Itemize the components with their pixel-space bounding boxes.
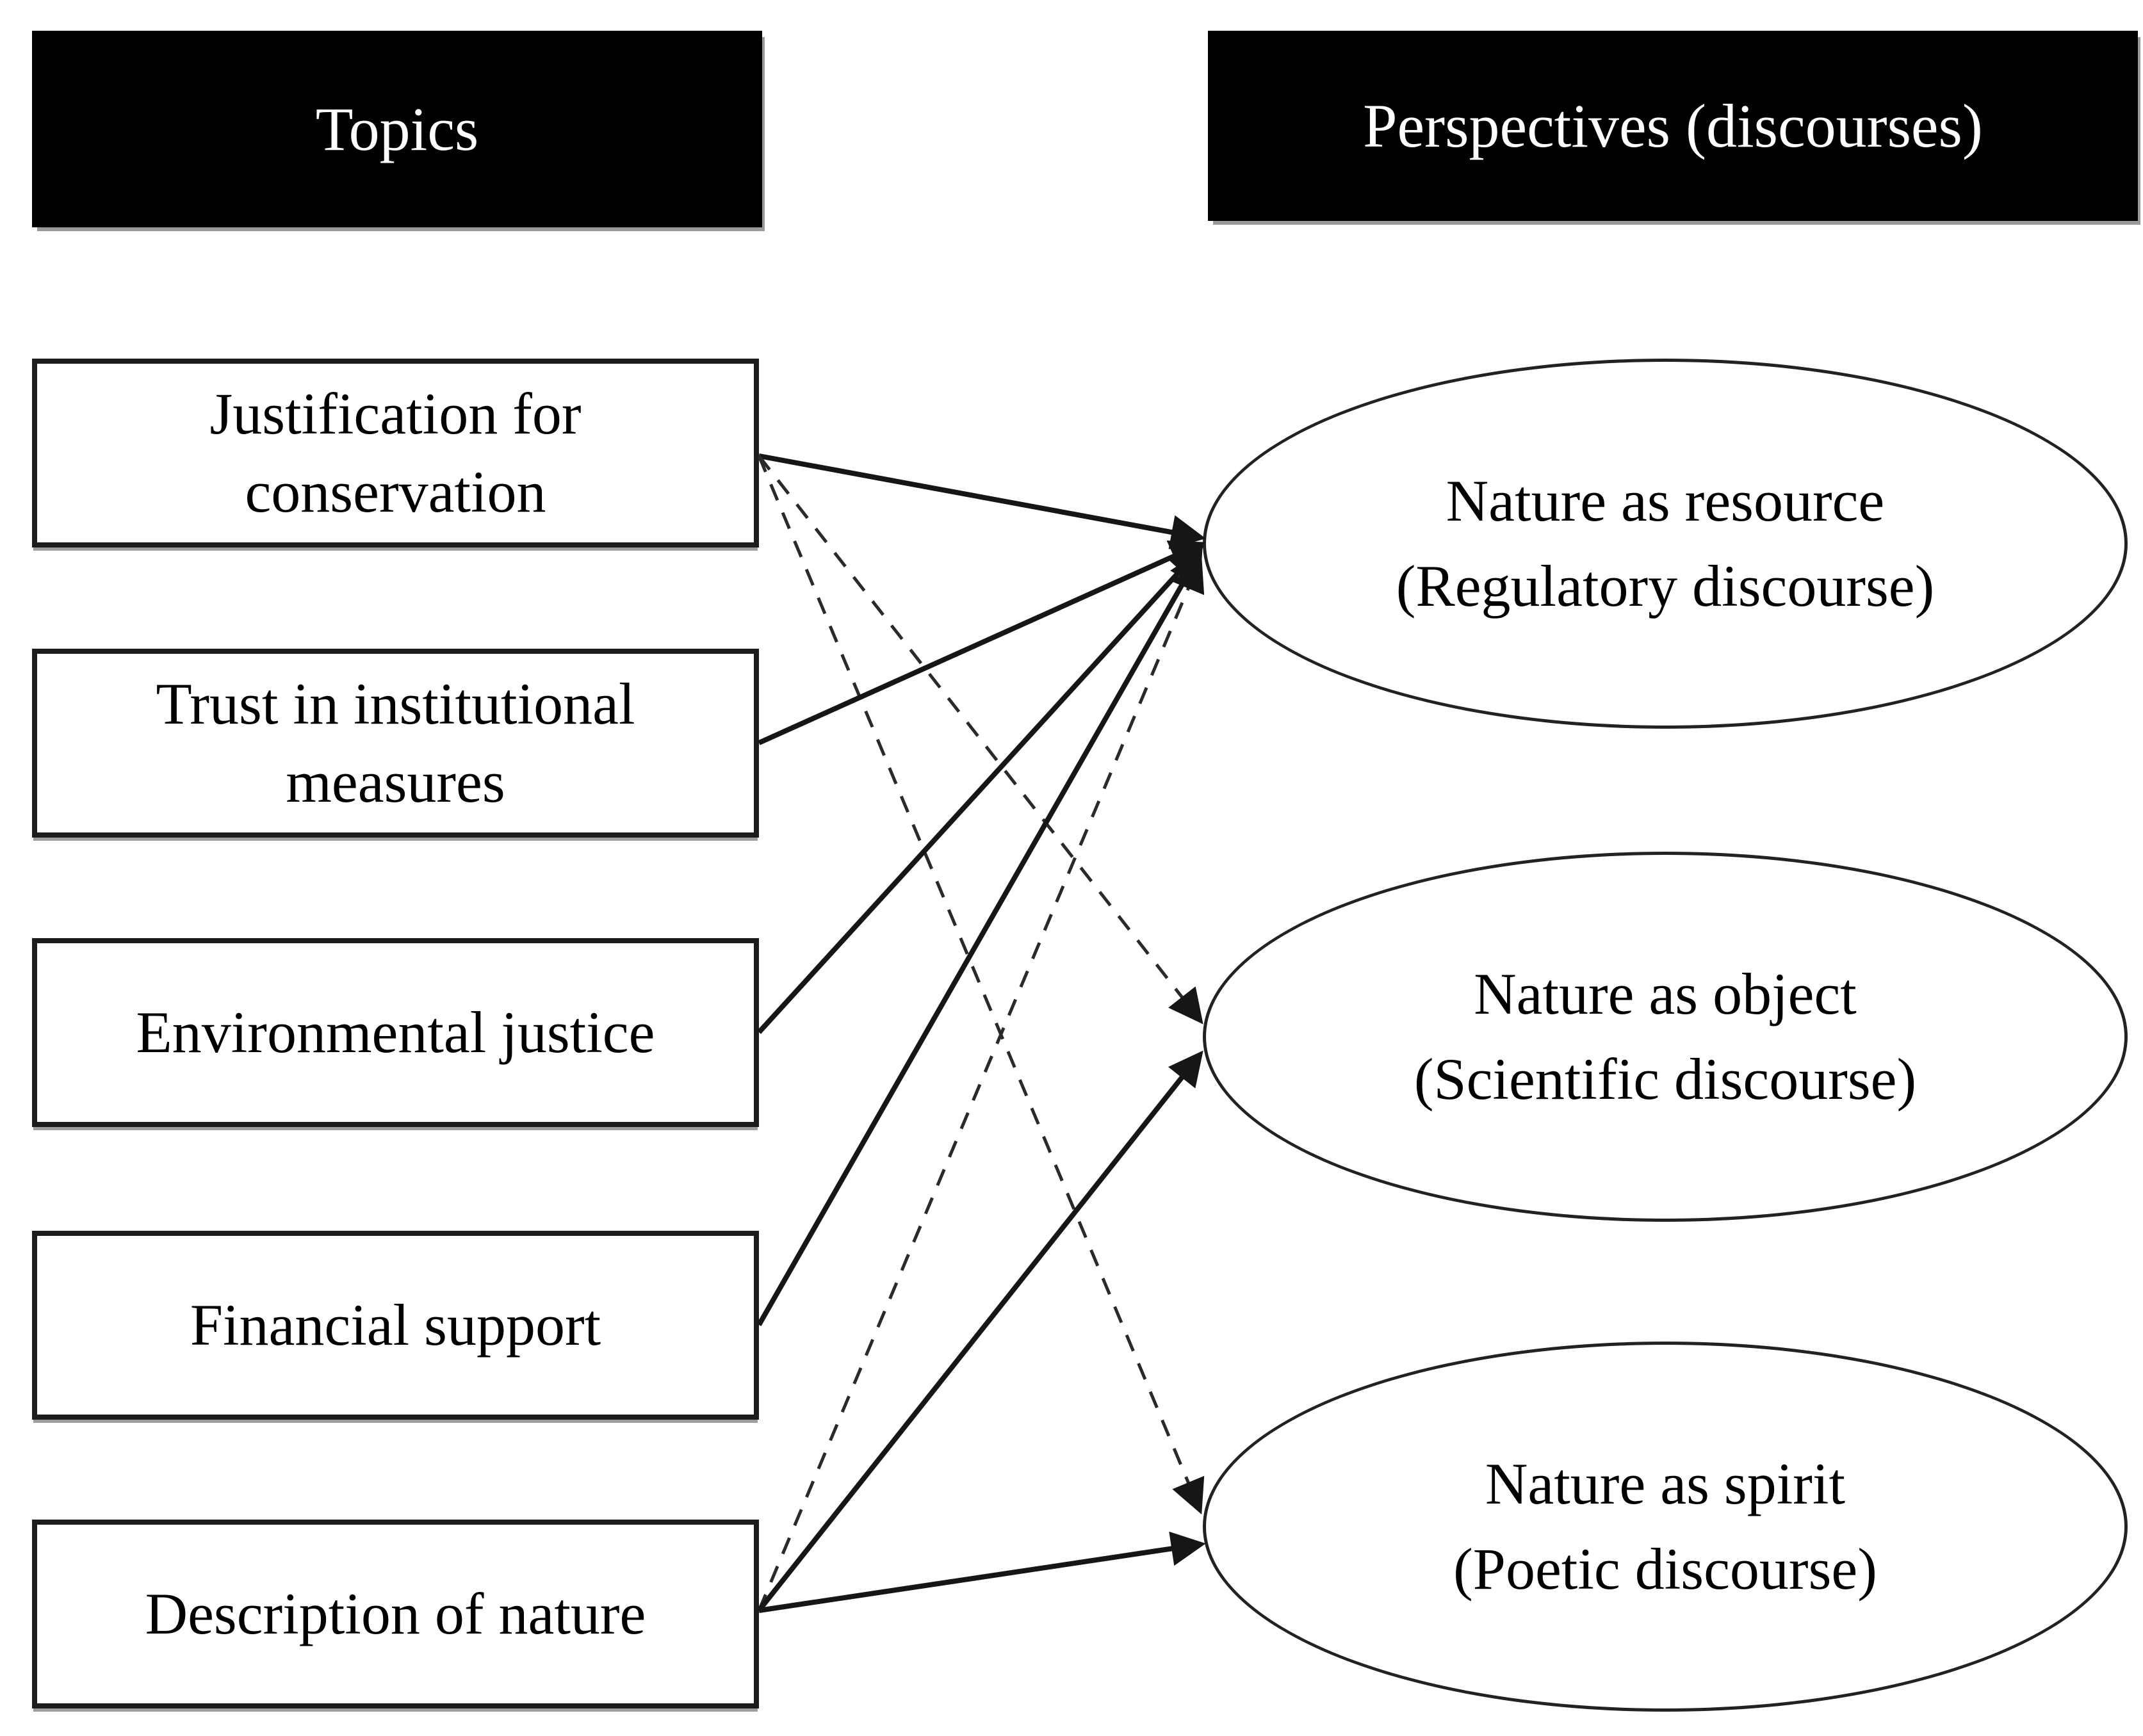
topic-label: Environmental justice xyxy=(136,999,655,1065)
perspective-title: Nature as spirit xyxy=(1485,1450,1846,1516)
topic-label: Trust in institutional measures xyxy=(156,671,635,815)
edge-description-of-nature-to-nature-as-spirit-solid xyxy=(758,1531,1206,1613)
perspective-title: Nature as resource xyxy=(1446,467,1885,533)
topic-label: Description of nature xyxy=(145,1580,646,1646)
topic-label: Financial support xyxy=(190,1292,601,1358)
perspective-title: Nature as object xyxy=(1474,961,1857,1026)
perspective-ellipse-nature-as-spirit: Nature as spirit (Poetic discourse) xyxy=(1203,1342,2128,1712)
perspective-subtitle: (Regulatory discourse) xyxy=(1396,553,1935,619)
perspective-subtitle: (Poetic discourse) xyxy=(1453,1536,1877,1602)
edge-justification-for-conservation-to-nature-as-object-dashed xyxy=(758,455,1203,1025)
edge-environmental-justice-to-nature-as-resource-solid xyxy=(757,545,1204,1034)
topic-box-description-of-nature: Description of nature xyxy=(32,1520,759,1708)
perspective-subtitle: (Scientific discourse) xyxy=(1414,1046,1917,1112)
perspective-ellipse-nature-as-resource: Nature as resource (Regulatory discourse… xyxy=(1203,359,2128,729)
edge-trust-in-institutional-measures-to-nature-as-resource-solid xyxy=(758,540,1205,745)
edge-financial-support-to-nature-as-resource-solid xyxy=(756,549,1203,1326)
topic-box-environmental-justice: Environmental justice xyxy=(32,938,759,1127)
edge-justification-for-conservation-to-nature-as-resource-solid xyxy=(758,453,1206,549)
topic-box-justification-for-conservation: Justification for conservation xyxy=(32,359,759,548)
topic-label: Justification for conservation xyxy=(209,381,582,524)
perspective-ellipse-nature-as-object: Nature as object (Scientific discourse) xyxy=(1203,852,2128,1222)
perspectives-header: Perspectives (discourses) xyxy=(1208,31,2138,221)
edge-description-of-nature-to-nature-as-resource-dashed xyxy=(757,556,1205,1611)
topic-box-financial-support: Financial support xyxy=(32,1231,759,1420)
topic-box-trust-in-institutional-measures: Trust in institutional measures xyxy=(32,649,759,838)
edge-justification-for-conservation-to-nature-as-spirit-dashed xyxy=(757,455,1205,1514)
edge-description-of-nature-to-nature-as-object-solid xyxy=(756,1050,1203,1612)
topics-header: Topics xyxy=(32,31,762,227)
